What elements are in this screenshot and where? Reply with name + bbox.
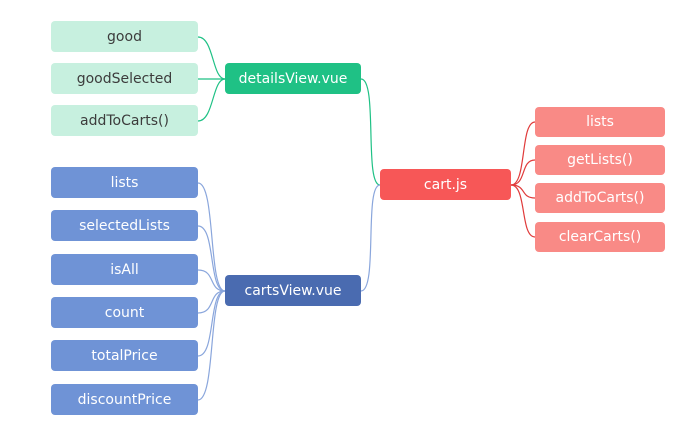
node-addtocarts-details[interactable]: addToCarts(): [51, 105, 198, 136]
link-cart-addtocarts: [510, 184, 536, 199]
node-detailsview[interactable]: detailsView.vue: [225, 63, 361, 94]
node-count[interactable]: count: [51, 297, 198, 328]
node-discountprice[interactable]: discountPrice: [51, 384, 198, 415]
node-clearcarts[interactable]: clearCarts(): [535, 222, 665, 252]
node-getlists[interactable]: getLists(): [535, 145, 665, 175]
link-lists-carts: [197, 182, 226, 292]
link-addtocarts-details: [197, 78, 226, 122]
node-addtocarts-store[interactable]: addToCarts(): [535, 183, 665, 213]
node-selectedlists[interactable]: selectedLists: [51, 210, 198, 241]
node-cart-js[interactable]: cart.js: [380, 169, 511, 200]
node-totalprice[interactable]: totalPrice: [51, 340, 198, 371]
link-good-details: [197, 36, 226, 80]
node-cartsview[interactable]: cartsView.vue: [225, 275, 361, 306]
node-lists-store[interactable]: lists: [535, 107, 665, 137]
link-selectedlists-carts: [197, 225, 226, 292]
node-isall[interactable]: isAll: [51, 254, 198, 285]
link-cart-clearcarts: [510, 184, 536, 238]
link-details-cart: [360, 78, 381, 186]
link-cart-getlists: [510, 159, 536, 186]
node-goodselected[interactable]: goodSelected: [51, 63, 198, 94]
node-good[interactable]: good: [51, 21, 198, 52]
link-isall-carts: [197, 269, 226, 292]
link-cart-lists: [510, 121, 536, 186]
link-discountprice-carts: [197, 290, 226, 401]
link-totalprice-carts: [197, 290, 226, 357]
node-lists-carts[interactable]: lists: [51, 167, 198, 198]
link-carts-cart: [360, 184, 381, 292]
